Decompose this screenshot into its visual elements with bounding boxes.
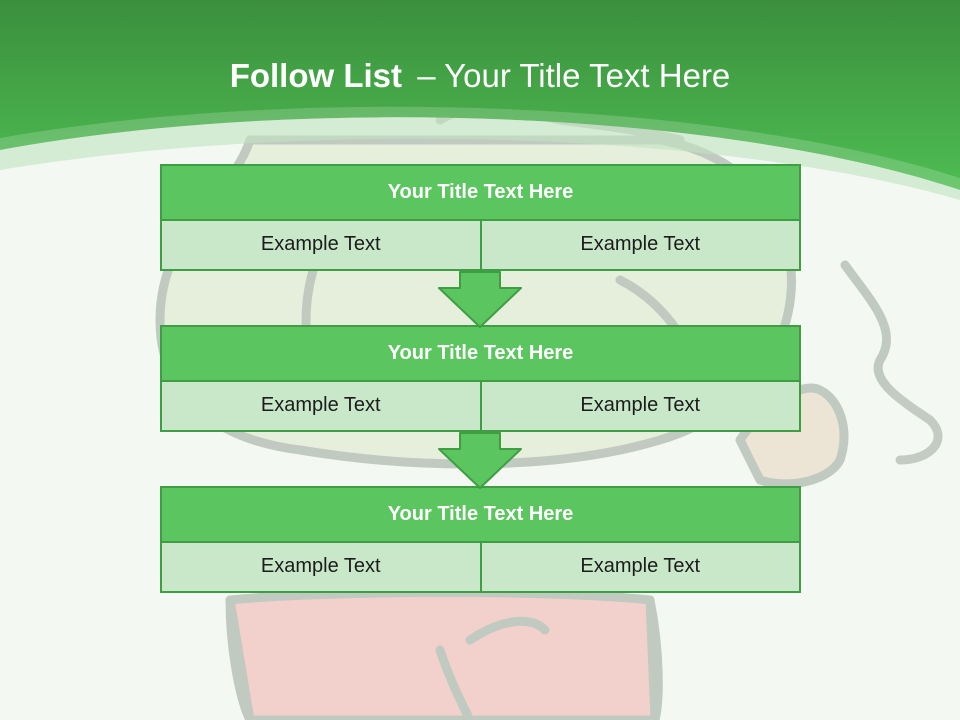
step-row: Example Text Example Text [160, 221, 801, 271]
slide-title-bold: Follow List [229, 57, 403, 94]
step-cell-left: Example Text [160, 382, 481, 432]
step-title: Your Title Text Here [160, 486, 801, 543]
step-cell-left: Example Text [160, 221, 481, 271]
step-block-3: Your Title Text Here Example Text Exampl… [160, 486, 801, 593]
step-block-1: Your Title Text Here Example Text Exampl… [160, 164, 801, 271]
step-block-2: Your Title Text Here Example Text Exampl… [160, 325, 801, 432]
down-arrow-icon [438, 432, 522, 489]
down-arrow-icon [438, 271, 522, 328]
step-title: Your Title Text Here [160, 325, 801, 382]
step-cell-right: Example Text [480, 543, 801, 593]
step-cell-right: Example Text [480, 221, 801, 271]
slide-title: Follow List – Your Title Text Here [0, 52, 960, 100]
step-row: Example Text Example Text [160, 543, 801, 593]
step-cell-left: Example Text [160, 543, 481, 593]
step-title: Your Title Text Here [160, 164, 801, 221]
step-cell-right: Example Text [480, 382, 801, 432]
slide-title-rest: – Your Title Text Here [417, 57, 731, 94]
step-row: Example Text Example Text [160, 382, 801, 432]
